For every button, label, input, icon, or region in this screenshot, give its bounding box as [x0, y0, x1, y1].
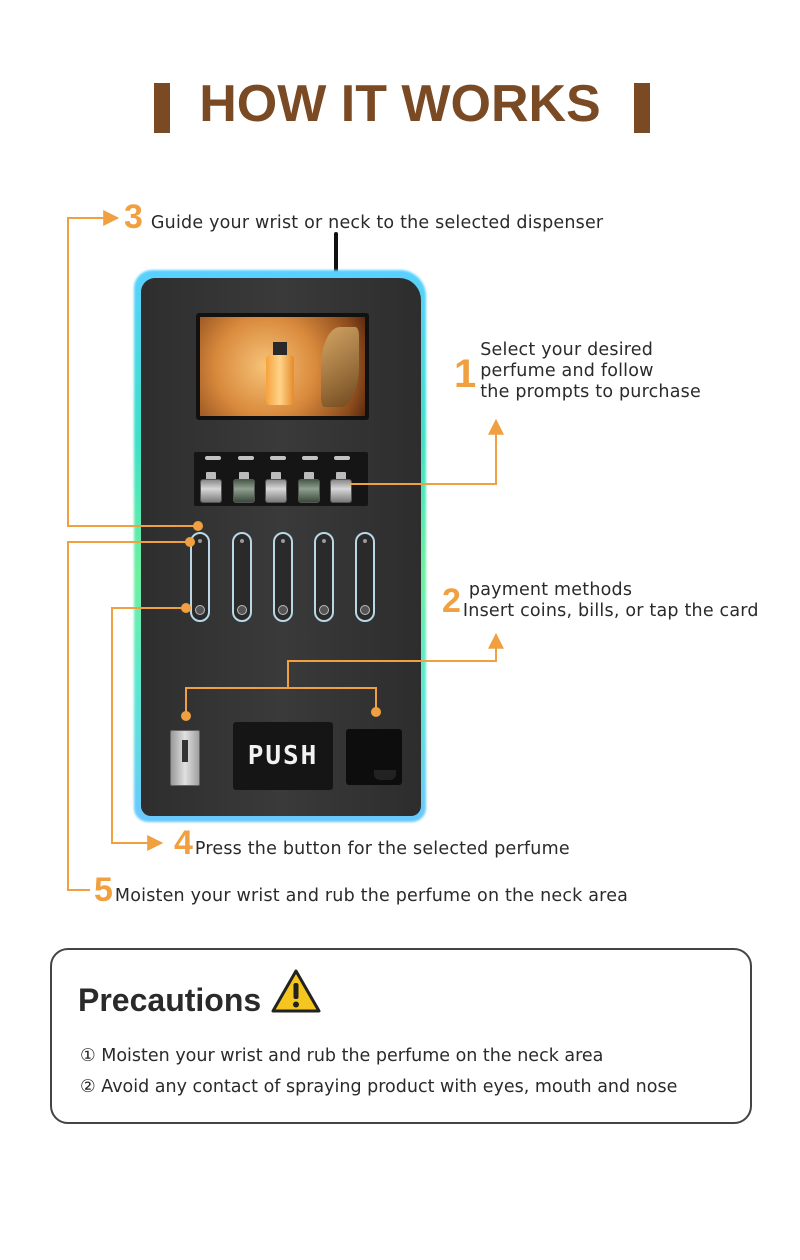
step-2-line: payment methods: [468, 580, 633, 600]
mini-bottle: [233, 479, 255, 503]
mini-bottle-cap: [304, 472, 314, 480]
mini-bottle-cap: [239, 472, 249, 480]
step-4: 4 Press the button for the selected perf…: [174, 826, 570, 860]
decor-leaf: [321, 327, 359, 407]
slot-nozzle: [198, 539, 202, 543]
coin-acceptor[interactable]: [170, 730, 200, 786]
callout-dot: [193, 521, 203, 531]
step-5: 5 Moisten your wrist and rub the perfume…: [94, 873, 628, 907]
step-3-text: Guide your wrist or neck to the selected…: [150, 213, 604, 233]
step-4-text: Press the button for the selected perfum…: [194, 839, 570, 859]
callout-step-3: [67, 210, 198, 527]
tray-light: [302, 456, 318, 460]
callout-dot: [181, 711, 191, 721]
slot-nozzle: [363, 539, 367, 543]
precaution-item-1: ① Moisten your wrist and rub the perfume…: [80, 1046, 604, 1066]
title-bar-left: [154, 83, 170, 133]
tray-light: [334, 456, 350, 460]
dispenser-slot-2[interactable]: [232, 532, 252, 622]
mini-bottle-cap: [271, 472, 281, 480]
callout-step-5: [67, 541, 190, 891]
precautions-card: [50, 948, 752, 1124]
step-1: 1 Select your desired perfume and follow…: [454, 340, 701, 403]
step-5-number: 5: [94, 871, 113, 909]
slot-nozzle: [240, 539, 244, 543]
slot-button[interactable]: [319, 605, 329, 615]
antenna: [334, 232, 338, 284]
display-screen: [196, 313, 369, 420]
dispenser-slot-4[interactable]: [314, 532, 334, 622]
slot-button[interactable]: [360, 605, 370, 615]
tray-light: [205, 456, 221, 460]
slot-button[interactable]: [278, 605, 288, 615]
step-2-line: Insert coins, bills, or tap the card: [462, 601, 759, 621]
step-2-number: 2: [442, 582, 461, 620]
callout-step-2: [185, 687, 377, 716]
perfume-bottle: [266, 355, 294, 405]
precautions-title: Precautions: [78, 982, 262, 1018]
step-3: 3 Guide your wrist or neck to the select…: [124, 200, 603, 234]
step-3-number: 3: [124, 198, 143, 236]
mini-bottle: [330, 479, 352, 503]
callout-step-2-link: [287, 632, 504, 688]
callout-step-1: [350, 418, 504, 485]
callout-dot: [185, 537, 195, 547]
step-1-line: perfume and follow: [480, 361, 654, 381]
mini-bottle: [265, 479, 287, 503]
tray-light: [238, 456, 254, 460]
step-1-line: Select your desired: [480, 340, 654, 360]
step-1-number: 1: [454, 351, 477, 396]
dispenser-slot-5[interactable]: [355, 532, 375, 622]
callout-step-4: [111, 607, 186, 851]
dispenser-slot-1[interactable]: [190, 532, 210, 622]
coin-slot: [182, 740, 188, 762]
callout-dot: [371, 707, 381, 717]
mini-bottle: [298, 479, 320, 503]
step-2: 2 payment methods Insert coins, bills, o…: [442, 580, 759, 622]
tray-light: [270, 456, 286, 460]
slot-button[interactable]: [195, 605, 205, 615]
slot-nozzle: [281, 539, 285, 543]
mini-bottle-cap: [336, 472, 346, 480]
warning-icon: [271, 969, 321, 1013]
slot-nozzle: [322, 539, 326, 543]
perfume-bottle-cap: [273, 342, 287, 357]
title-bar-right: [634, 83, 650, 133]
page-title: HOW IT WORKS: [199, 75, 601, 133]
step-1-line: the prompts to purchase: [480, 382, 701, 402]
mini-bottle-cap: [206, 472, 216, 480]
callout-dot: [181, 603, 191, 613]
step-5-text: Moisten your wrist and rub the perfume o…: [114, 886, 629, 906]
dispenser-slot-3[interactable]: [273, 532, 293, 622]
slot-button[interactable]: [237, 605, 247, 615]
card-reader-lip: [374, 770, 396, 780]
push-button[interactable]: PUSH: [233, 722, 333, 790]
precaution-item-2: ② Avoid any contact of spraying product …: [80, 1077, 678, 1097]
screen-advert-image: [200, 317, 365, 416]
mini-bottle: [200, 479, 222, 503]
step-4-number: 4: [174, 824, 193, 862]
